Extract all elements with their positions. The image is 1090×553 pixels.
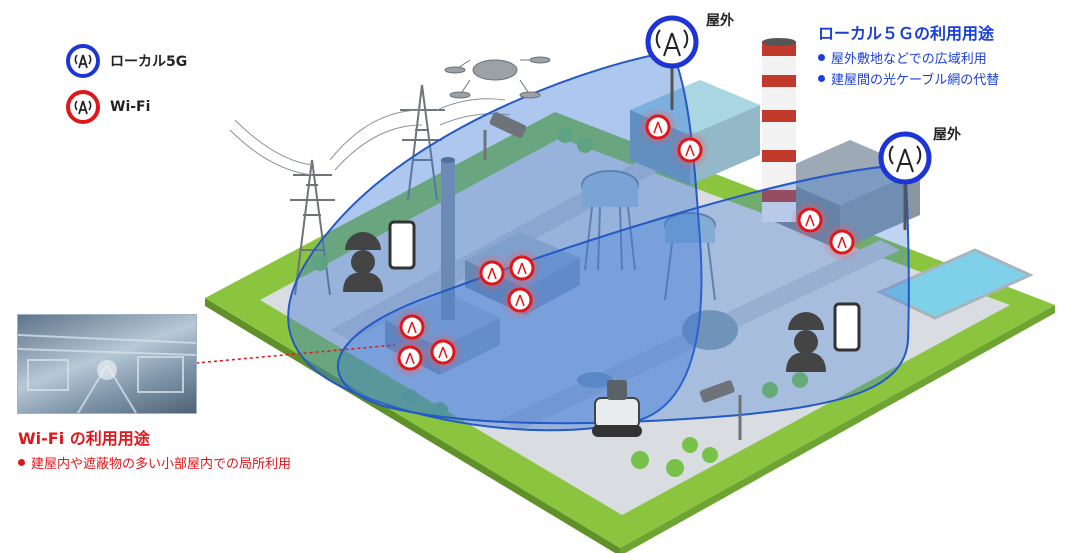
legend-label-wifi: Wi-Fi	[110, 99, 151, 115]
local5g-bullet: 建屋間の光ケーブル網の代替	[818, 69, 999, 88]
bullet-dot	[818, 54, 825, 61]
local5g-usage-panel: ローカル５Ｇの利用用途 屋外敷地などでの広域利用 建屋間の光ケーブル網の代替	[818, 20, 999, 88]
wifi-access-points	[390, 107, 862, 378]
wifi-ap-icon	[638, 107, 678, 147]
local5g-bullet: 屋外敷地などでの広域利用	[818, 48, 999, 67]
local5g-bullet-text: 屋外敷地などでの広域利用	[831, 52, 987, 67]
smartphone-icon	[833, 302, 861, 352]
wifi-bullet: 建屋内や遮蔽物の多い小部屋内での局所利用	[18, 453, 291, 472]
wifi-ap-icon	[502, 248, 542, 288]
wifi-ap-icon	[390, 338, 430, 378]
wifi-ap-icon	[500, 280, 540, 320]
chimney-icon	[762, 38, 796, 222]
base-station-label-right: 屋外	[933, 127, 961, 143]
indoor-factory-photo	[17, 314, 197, 414]
wifi-heading: Wi-Fi の利用用途	[18, 429, 150, 448]
local5g-base-station-icon	[645, 15, 699, 110]
wifi-ap-icon	[790, 200, 830, 240]
smartphone-icon	[388, 220, 416, 270]
water-tower-icon	[581, 170, 716, 301]
antenna-icon	[66, 44, 100, 78]
bullet-dot	[818, 75, 825, 82]
local5g-coverage-area-right	[336, 163, 910, 425]
bullet-dot	[18, 459, 25, 466]
wifi-ap-icon	[423, 332, 463, 372]
wifi-bullet-text: 建屋内や遮蔽物の多い小部屋内での局所利用	[31, 457, 292, 472]
local5g-base-station-icon	[878, 131, 932, 230]
legend-label-local5g: ローカル5G	[110, 54, 188, 70]
robot-icon	[592, 380, 642, 437]
local5g-coverage-area-left	[287, 50, 703, 432]
wifi-ap-icon	[670, 130, 710, 170]
wifi-ap-icon	[822, 222, 862, 262]
antenna-icon	[66, 90, 100, 124]
legend-item-local5g: ローカル5G	[66, 44, 187, 78]
factory-interior-image	[18, 334, 196, 413]
drone-icon	[444, 56, 551, 99]
smokestack	[441, 157, 455, 320]
power-tower-icon	[290, 84, 445, 296]
worker-helmet-icon	[786, 312, 826, 372]
wifi-usage-panel: Wi-Fi の利用用途 建屋内や遮蔽物の多い小部屋内での局所利用	[18, 425, 291, 472]
local5g-bullet-text: 建屋間の光ケーブル網の代替	[831, 73, 1000, 88]
security-camera-icon	[483, 112, 527, 160]
base-station-label-top: 屋外	[706, 13, 734, 29]
legend-item-wifi: Wi-Fi	[66, 90, 150, 124]
local5g-heading: ローカル５Ｇの利用用途	[818, 24, 995, 43]
wifi-ap-icon	[392, 307, 432, 347]
security-camera-icon	[699, 380, 742, 440]
trees	[312, 127, 808, 477]
worker-helmet-icon	[343, 232, 383, 292]
